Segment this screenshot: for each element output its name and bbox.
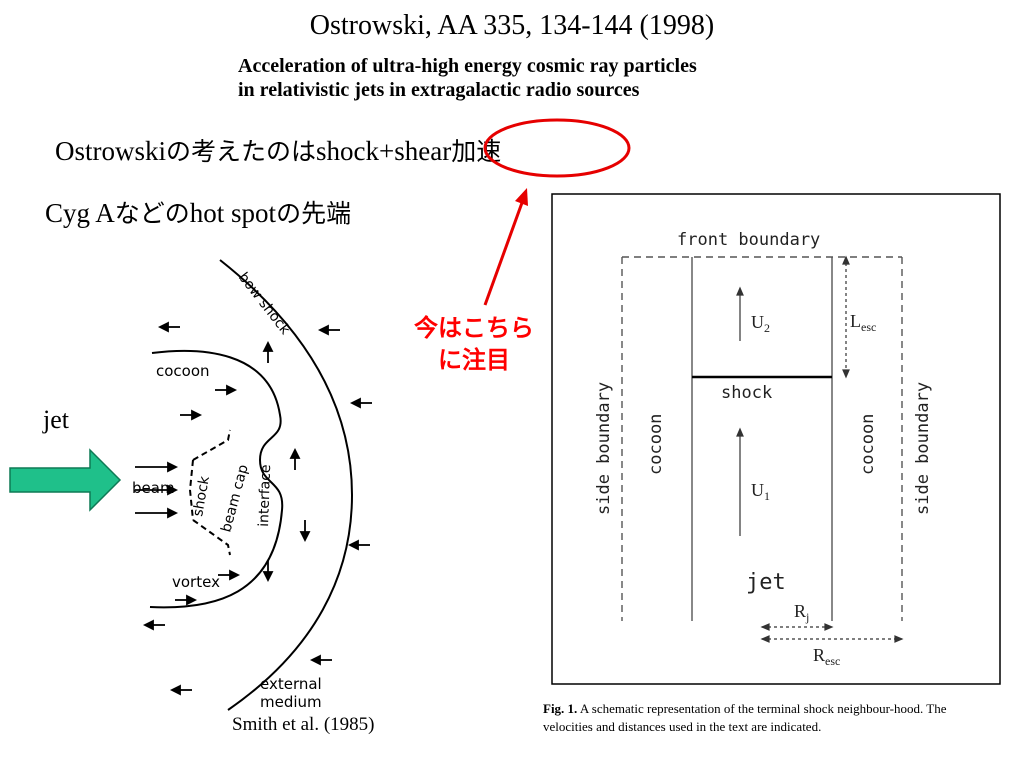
shock-dash-front bbox=[188, 459, 194, 521]
flow-arrows bbox=[135, 321, 372, 696]
u2-label: U2 bbox=[751, 312, 770, 335]
text-jp-1: の考えたのは bbox=[166, 137, 317, 166]
highlight-ellipse bbox=[483, 118, 631, 178]
text-shear: shear bbox=[394, 136, 452, 166]
jet-label: jet bbox=[43, 405, 69, 434]
text-shock: shock+ bbox=[316, 136, 395, 166]
annotation-arrow-shaft bbox=[483, 199, 525, 306]
caption-text: A schematic representation of the termin… bbox=[543, 701, 947, 734]
citation: Smith et al. (1985) bbox=[232, 714, 375, 735]
figure-frame bbox=[551, 193, 1001, 685]
statement-line-2: Cyg Aなどのhot spotの先端 bbox=[45, 194, 351, 230]
paper-title-line-1: Acceleration of ultra-high energy cosmic… bbox=[238, 55, 697, 77]
beam-cap-label: beam cap bbox=[218, 463, 251, 534]
jet-arrow-icon bbox=[9, 448, 122, 512]
text-cyg-a: Cyg A bbox=[45, 198, 115, 228]
text-ostrowski: Ostrowski bbox=[55, 136, 167, 166]
note-line-2: に注目 bbox=[438, 346, 510, 374]
text-jp-3: の先端 bbox=[276, 199, 352, 228]
cocoon-right-label: cocoon bbox=[858, 414, 878, 475]
annotation-note: 今はこちら に注目 bbox=[395, 312, 553, 376]
medium-label: medium bbox=[260, 693, 322, 711]
side-boundary-right-label: side boundary bbox=[913, 382, 933, 515]
statement-line-1: Ostrowskiの考えたのはshock+shear加速 bbox=[55, 132, 501, 168]
vortex-label: vortex bbox=[172, 573, 220, 591]
u1-label: U1 bbox=[751, 480, 770, 503]
interface-curve bbox=[149, 349, 284, 609]
rj-label: Rj bbox=[794, 601, 809, 624]
l-esc-label: Lesc bbox=[850, 311, 876, 334]
shock-label: shock bbox=[190, 474, 213, 518]
interface-label: interface bbox=[256, 464, 274, 527]
external-label: external bbox=[260, 675, 322, 693]
reference-title: Ostrowski, AA 335, 134-144 (1998) bbox=[309, 10, 715, 41]
text-hot-spot: hot spot bbox=[189, 198, 277, 228]
figure-caption: Fig. 1. A schematic representation of th… bbox=[543, 700, 983, 736]
annotation-arrow-head bbox=[515, 188, 528, 206]
hotspot-flow-diagram: bow shock cocoon beam shock beam cap int… bbox=[132, 259, 372, 711]
shock-dash-upper bbox=[192, 429, 231, 461]
paper-title-line-2: in relativistic jets in extragalactic ra… bbox=[238, 79, 640, 101]
side-boundary-left-label: side boundary bbox=[594, 382, 614, 515]
bow-shock-label: bow shock bbox=[235, 270, 294, 339]
cocoon-left-label: cocoon bbox=[646, 414, 666, 475]
jet-label-right: jet bbox=[746, 570, 786, 595]
text-jp-2: などの bbox=[114, 199, 190, 228]
terminal-shock-figure: front boundary side boundary side bounda… bbox=[551, 193, 1001, 685]
shock-label-right: shock bbox=[721, 383, 772, 403]
beam-label: beam bbox=[132, 479, 175, 497]
note-line-1: 今はこちら bbox=[414, 314, 534, 342]
paper-title: Acceleration of ultra-high energy cosmic… bbox=[238, 54, 697, 102]
front-boundary-label: front boundary bbox=[677, 230, 820, 250]
resc-label: Resc bbox=[813, 645, 840, 668]
caption-label: Fig. 1. bbox=[543, 701, 578, 716]
shock-dash-lower bbox=[192, 519, 231, 556]
cocoon-label: cocoon bbox=[156, 362, 210, 380]
bow-shock-curve bbox=[219, 259, 354, 711]
